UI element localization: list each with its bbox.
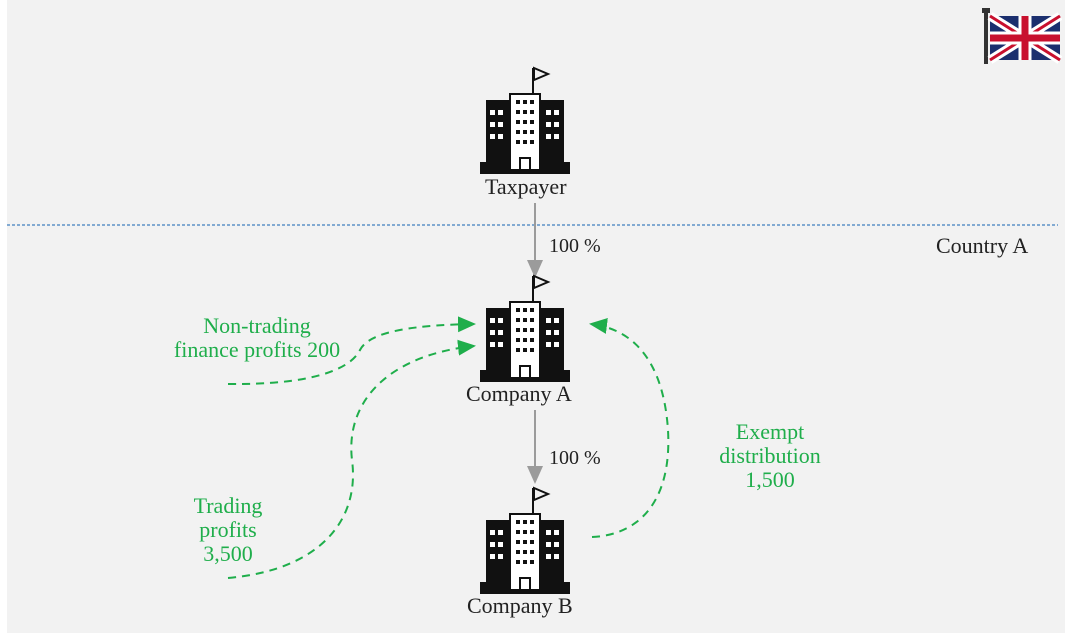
building-icon	[480, 274, 570, 382]
exempt-distribution-flow-arrow	[589, 318, 670, 538]
trading-label-line-3: 3,500	[203, 541, 253, 566]
company-b-label: Company B	[467, 593, 573, 618]
taxpayer-label: Taxpayer	[485, 174, 567, 199]
exempt-label-line-3: 1,500	[745, 467, 795, 492]
building-icon	[480, 66, 570, 174]
exempt-label-line-1: Exempt	[735, 419, 805, 444]
country-a-label: Country A	[936, 233, 1029, 258]
exempt-distribution-label: Exempt distribution 1,500	[690, 420, 850, 492]
trading-label-line-1: Trading	[193, 493, 263, 518]
exempt-label-line-2: distribution	[719, 443, 821, 468]
non-trading-profits-label: Non-trading finance profits 200	[150, 314, 364, 362]
non-trading-label-line-1: Non-trading	[203, 313, 311, 338]
ownership-pct-taxpayer-a: 100 %	[549, 235, 601, 257]
non-trading-label-line-2: finance profits 200	[173, 337, 341, 362]
company-a-label: Company A	[466, 381, 572, 406]
trading-profits-label: Trading profits 3,500	[168, 494, 288, 566]
uk-flag-icon	[982, 8, 1062, 64]
trading-label-line-2: profits	[199, 517, 257, 542]
trading-flow-arrow	[227, 339, 476, 579]
building-icon	[480, 486, 570, 594]
non-trading-flow-arrow	[227, 316, 476, 386]
ownership-pct-a-b: 100 %	[549, 447, 601, 469]
